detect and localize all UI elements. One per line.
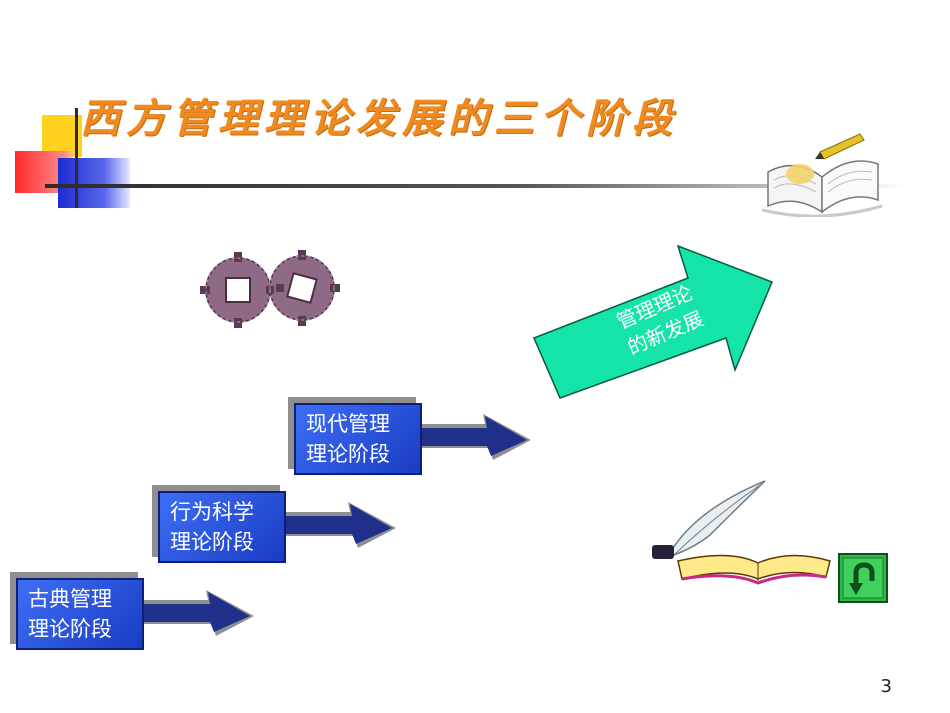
title-underline — [45, 184, 905, 188]
stage-arrow-behavioral — [280, 502, 396, 548]
stage-classical-line2: 理论阶段 — [28, 617, 112, 641]
accent-square-blue — [58, 158, 130, 208]
open-book-icon — [761, 133, 883, 217]
stage-arrow-classical — [138, 590, 254, 636]
new-development-arrow — [533, 244, 773, 399]
stage-classical-line1: 古典管理 — [28, 587, 112, 611]
quill-ink-book-icon — [652, 480, 831, 585]
accent-vertical-line — [75, 108, 78, 208]
stage-modern-line2: 理论阶段 — [306, 442, 390, 466]
stage-modern-line1: 现代管理 — [306, 412, 390, 436]
stage-behavioral-line1: 行为科学 — [170, 500, 254, 524]
stage-arrow-modern — [415, 414, 531, 460]
return-arrow-icon — [838, 553, 888, 603]
stage-behavioral-line2: 理论阶段 — [170, 530, 254, 554]
page-number: 3 — [880, 676, 892, 697]
stage-classical-box: 古典管理 理论阶段 — [16, 578, 144, 650]
gears-icon — [200, 250, 340, 328]
slide-title: 西方管理理论发展的三个阶段 — [80, 95, 678, 142]
stage-behavioral-box: 行为科学 理论阶段 — [158, 491, 286, 563]
stage-modern-box: 现代管理 理论阶段 — [294, 403, 422, 475]
return-button[interactable] — [838, 553, 888, 603]
